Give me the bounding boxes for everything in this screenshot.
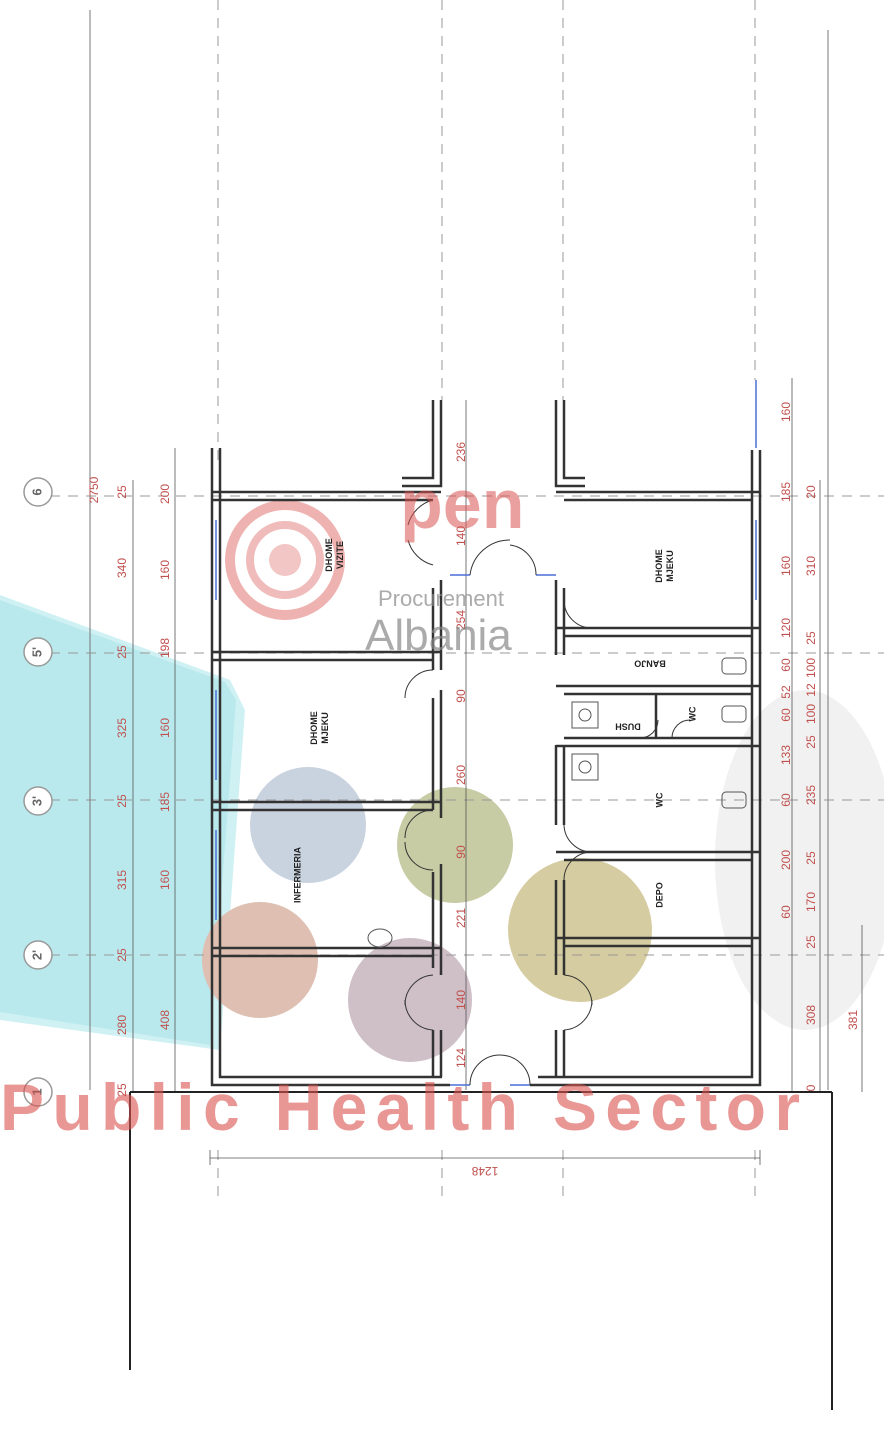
dimension-label: 25	[804, 735, 818, 749]
room-depo: DEPO	[654, 882, 664, 908]
dimension-label: 25	[115, 794, 129, 808]
dimension-label: 140	[454, 526, 468, 546]
dimension-label: 25	[115, 948, 129, 962]
dimension-label: 200	[158, 484, 172, 504]
watermark-sub2: Albania	[365, 611, 512, 660]
watermark-banner: Public Health Sector	[0, 1070, 800, 1144]
dimension-label: 160	[158, 560, 172, 580]
dimension-label: 280	[115, 1015, 129, 1035]
dimension-lines	[132, 378, 863, 1165]
dimension-label: 60	[779, 793, 793, 807]
dimension-label: 60	[779, 708, 793, 722]
room-dhome-mjeku-left: DHOME	[309, 711, 319, 745]
room-infermeria: INFERMERIA	[292, 847, 302, 904]
dimension-label: 160	[158, 870, 172, 890]
dimension-label: 340	[115, 558, 129, 578]
open-logo	[225, 500, 345, 620]
dimension-label: 408	[158, 1010, 172, 1030]
room-banjo: BANJO	[634, 659, 666, 669]
frame-lines	[129, 1091, 833, 1410]
dimension-label: 381	[846, 1010, 860, 1030]
dimension-label: 236	[454, 442, 468, 462]
dimension-label: 170	[804, 892, 818, 912]
dimension-label: 25	[804, 851, 818, 865]
dimension-label: 325	[115, 718, 129, 738]
dimension-label-bottom: 1248	[471, 1164, 498, 1178]
dimension-label: 124	[454, 1048, 468, 1068]
dimension-label: 12	[804, 683, 818, 697]
watermark-sub1: Procurement	[378, 586, 504, 611]
room-wc: WC	[654, 792, 664, 807]
grid-lines	[50, 0, 884, 1200]
dimension-label: 160	[779, 402, 793, 422]
dimension-label: 198	[158, 638, 172, 658]
dimension-label: 25	[115, 1083, 129, 1097]
dimension-label: 160	[779, 556, 793, 576]
windows	[215, 380, 757, 1086]
dimension-label: 308	[804, 1005, 818, 1025]
dimension-label: 221	[454, 908, 468, 928]
dimension-label: 25	[804, 631, 818, 645]
axis-label: 3'	[29, 796, 44, 806]
dimension-label: 25	[115, 645, 129, 659]
dimension-label: 100	[804, 704, 818, 724]
watermark-graphics	[0, 500, 884, 1062]
dimension-label: 254	[454, 610, 468, 630]
dimension-label: 90	[454, 845, 468, 859]
walls	[210, 400, 762, 1087]
axis-label: 6	[29, 488, 44, 495]
dimension-label: 0	[804, 1084, 818, 1091]
dimension-label: 235	[804, 785, 818, 805]
dimension-label: 60	[779, 658, 793, 672]
watermark-logo-text: pen	[400, 465, 524, 543]
dimension-label: 100	[804, 658, 818, 678]
room-wc-small: WC	[687, 706, 697, 721]
dimension-label: 120	[779, 618, 793, 638]
dimension-label: 2750	[87, 476, 101, 503]
dimension-label: 140	[454, 990, 468, 1010]
room-dhome-mjeku-right: DHOME	[654, 549, 664, 583]
dimension-label: 25	[115, 485, 129, 499]
room-dhome-mjeku-right: MJEKU	[665, 550, 675, 582]
dimension-label: 260	[454, 765, 468, 785]
dimension-label: 60	[779, 905, 793, 919]
fixtures	[367, 657, 747, 948]
room-dhome-vizite: VIZITE	[335, 541, 345, 569]
axis-label: 5'	[29, 647, 44, 657]
dimension-label: 160	[158, 718, 172, 738]
dimension-label: 20	[804, 485, 818, 499]
dimension-label: 200	[779, 850, 793, 870]
dimension-label: 185	[158, 792, 172, 812]
dimension-label: 315	[115, 870, 129, 890]
dimension-label: 90	[454, 689, 468, 703]
room-dush: DUSH	[615, 722, 641, 732]
doors	[404, 499, 691, 1086]
axis-markers	[23, 477, 53, 1107]
dimension-label: 185	[779, 482, 793, 502]
axis-label: 1	[29, 1088, 44, 1095]
room-dhome-mjeku-left: MJEKU	[320, 712, 330, 744]
dimension-label: 310	[804, 556, 818, 576]
room-dhome-vizite: DHOME	[324, 538, 334, 572]
dimension-label: 25	[804, 935, 818, 949]
dimension-label: 52	[779, 685, 793, 699]
reference-lines	[89, 10, 829, 1090]
axis-label: 2'	[29, 950, 44, 960]
dimension-label: 133	[779, 745, 793, 765]
